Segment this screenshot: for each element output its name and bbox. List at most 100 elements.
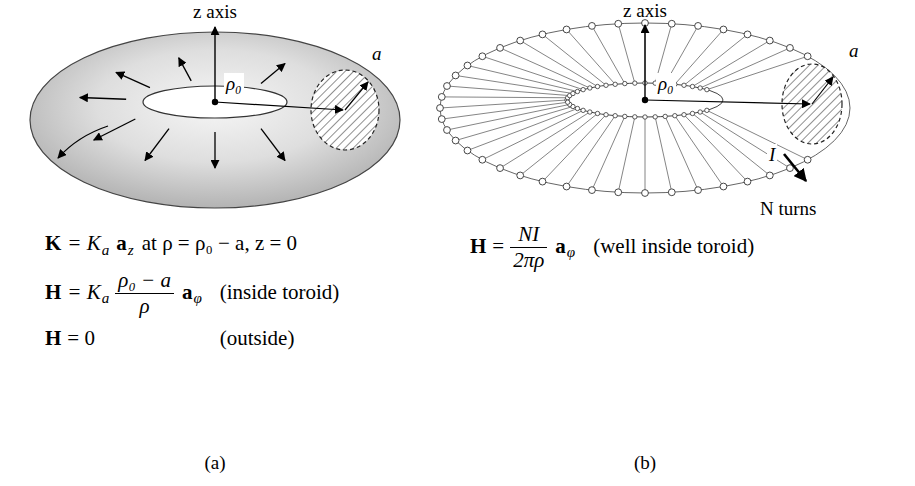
wire-dot [663, 114, 667, 118]
formula-term: = 0 [67, 326, 95, 350]
winding [543, 34, 607, 85]
wire-dot [744, 31, 751, 38]
toroid-a [30, 27, 400, 208]
wire-dot [690, 84, 694, 88]
wire-dot [623, 114, 627, 118]
cross-section [311, 70, 379, 150]
winding [700, 112, 790, 168]
fraction: ρ₀ − aρ [115, 268, 174, 319]
radius-label: a [849, 40, 859, 62]
formula-term: ρ₀ − a [115, 268, 174, 293]
winding [500, 112, 590, 168]
wire-dot [766, 172, 773, 179]
wire-dot [643, 115, 647, 119]
winding [467, 109, 577, 151]
formula-term: (inside toroid) [220, 280, 340, 304]
winding [456, 107, 573, 141]
wire-dot [615, 20, 622, 27]
wire-dot [571, 91, 575, 95]
current-arrow [261, 64, 285, 84]
winding [447, 86, 570, 96]
formula-term: NI [510, 222, 547, 247]
winding [567, 116, 616, 187]
wire-dot [563, 183, 570, 190]
wire-dot [698, 110, 702, 114]
winding [692, 113, 769, 175]
formula-term: = K [67, 280, 100, 304]
toroid-b [437, 20, 850, 197]
wire-dot [588, 86, 592, 90]
winding [684, 115, 748, 182]
wire-dot [575, 106, 579, 110]
winding [675, 29, 724, 84]
formula-term: a [555, 234, 566, 258]
current-arrow [179, 58, 191, 81]
winding [500, 48, 590, 88]
winding [440, 100, 567, 108]
panel-label: (a) [204, 452, 225, 474]
radius-label: ρ₀ [656, 73, 676, 95]
winding [520, 113, 597, 175]
wire-dot [517, 37, 524, 44]
winding [655, 117, 672, 192]
radius-line [645, 100, 810, 104]
formula-term: = [492, 234, 504, 258]
wire-dot [589, 22, 596, 29]
wire-dot [787, 44, 794, 51]
wire-dot [517, 172, 524, 179]
wire-dot [437, 105, 444, 112]
winding [645, 117, 646, 193]
wire-dot [633, 81, 637, 85]
wire-dot [682, 83, 686, 87]
formula-term: H [45, 280, 61, 304]
wire-dot [479, 53, 486, 60]
wire-dot [464, 147, 471, 154]
current-arrow [261, 129, 285, 161]
wire-dot [613, 82, 617, 86]
wire-dot [539, 178, 546, 185]
formula-term: ρ [115, 293, 174, 319]
wire-dot [633, 115, 637, 119]
winding [442, 96, 568, 98]
winding [543, 115, 607, 182]
wire-dot [452, 137, 459, 144]
winding [567, 29, 616, 84]
formula-term: a [102, 242, 110, 258]
wire-dot [497, 44, 504, 51]
winding [692, 41, 769, 87]
turns-label: N turns [760, 198, 816, 220]
radius-label: ρ₀ [224, 73, 244, 95]
minor-radius [345, 82, 368, 110]
formula-term: φ [193, 290, 201, 306]
panel-label: (b) [634, 452, 656, 474]
wire-dot [539, 31, 546, 38]
formula-term: = K [67, 231, 100, 255]
winding [618, 24, 635, 83]
wire-dot [438, 94, 445, 101]
z-axis [644, 25, 645, 100]
formula: K= Kaazat ρ = ρ₀ − a, z = 0 [45, 231, 297, 259]
winding [442, 102, 568, 119]
wire-dot [690, 111, 694, 115]
winding [482, 56, 583, 89]
wire-dot [575, 89, 579, 93]
current-arrow [58, 126, 108, 158]
formula-term: K [45, 231, 61, 255]
current-arrow [80, 98, 126, 100]
wire-dot [720, 183, 727, 190]
formula-term: (outside) [220, 326, 295, 350]
toroid-outline [440, 23, 850, 193]
wire-dot [668, 20, 675, 27]
current-arrow [214, 132, 215, 168]
wire-dot [682, 113, 686, 117]
minor-radius [812, 77, 833, 104]
wire-dot [589, 187, 596, 194]
wire-dot [705, 108, 709, 112]
formula: H= Kaρ₀ − aρaφ(inside toroid) [45, 268, 339, 319]
formula-term: H [470, 234, 486, 258]
formula-term: a [116, 231, 127, 255]
wire-dot [563, 26, 570, 33]
wire-dot [588, 110, 592, 114]
wire-dot [444, 83, 451, 90]
